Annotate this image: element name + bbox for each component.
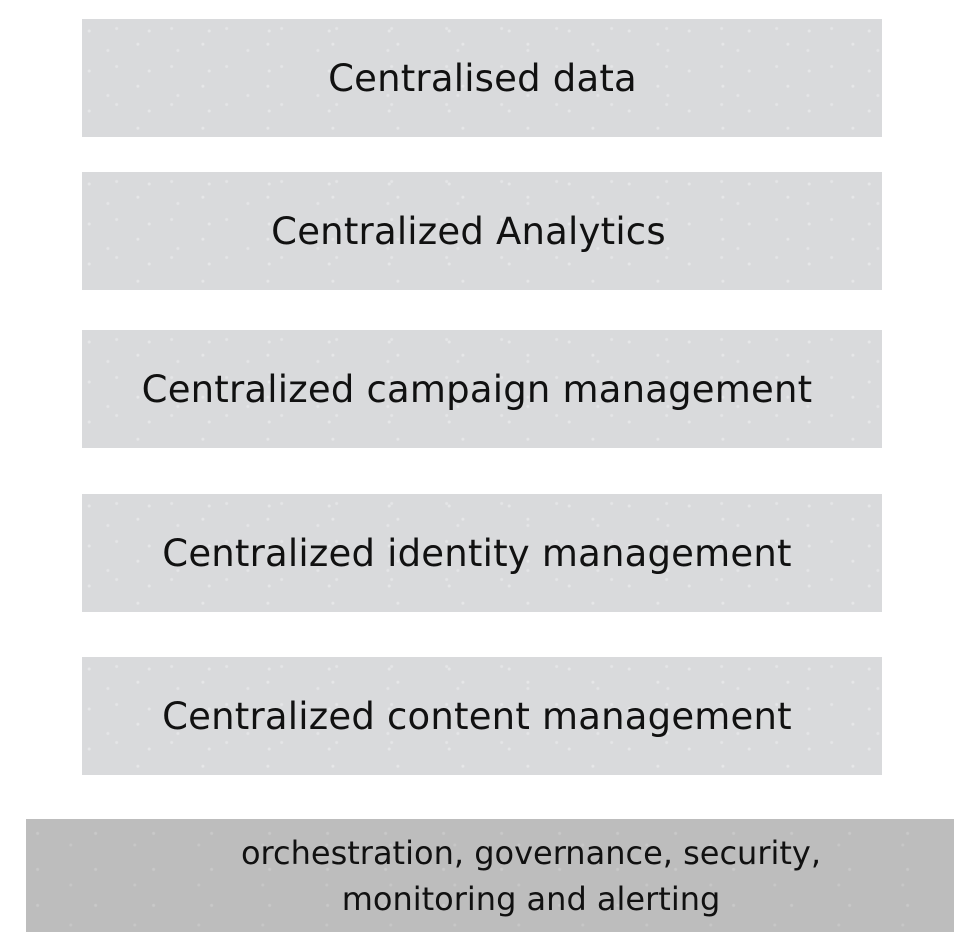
layer-label: Centralized campaign management [141, 367, 813, 411]
layer-centralized-analytics: Centralized Analytics [82, 172, 882, 290]
foundation-label-line-2: monitoring and alerting [341, 879, 721, 918]
foundation-label-line-1: orchestration, governance, security, [240, 833, 822, 872]
layer-label: Centralised data [328, 56, 637, 100]
layer-label: Centralized content management [162, 694, 792, 738]
layer-centralized-campaign-management: Centralized campaign management [82, 330, 882, 448]
layer-centralized-identity-management: Centralized identity management [82, 494, 882, 612]
layer-label: Centralized identity management [162, 531, 792, 575]
foundation-layer: orchestration, governance, security, mon… [26, 819, 954, 932]
layer-centralized-content-management: Centralized content management [82, 657, 882, 775]
layer-centralised-data: Centralised data [82, 19, 882, 137]
layer-label: Centralized Analytics [271, 209, 666, 253]
